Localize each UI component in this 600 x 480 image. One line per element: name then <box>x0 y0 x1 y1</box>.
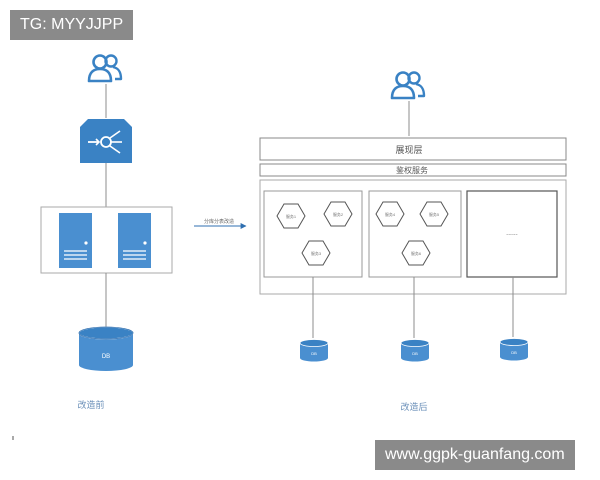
transition-label: 分库分表改造 <box>204 218 234 225</box>
server-icon-1 <box>59 213 92 268</box>
service-node-1-label: 服务1 <box>286 213 297 219</box>
service-node-5: 服务5 <box>419 201 449 227</box>
presentation-layer-label: 展现层 <box>395 145 422 155</box>
before-caption: 改造前 <box>77 399 104 410</box>
service-node-6-label: 服务6 <box>411 250 422 256</box>
more-services-label: ...... <box>506 230 518 237</box>
database-icon-after-2: DB <box>400 339 430 362</box>
service-node-2-label: 服务2 <box>333 211 344 217</box>
database-icon-before: DB <box>78 326 134 371</box>
service-node-1: 服务1 <box>276 203 306 229</box>
service-node-5-label: 服务5 <box>429 211 440 217</box>
db-label-after-2: DB <box>412 351 418 356</box>
after-caption: 改造后 <box>400 401 427 412</box>
db-label-after-3: DB <box>511 350 517 355</box>
service-node-4-label: 服务4 <box>385 211 396 217</box>
load-balancer-icon <box>80 119 132 163</box>
users-icon-after <box>390 71 426 100</box>
service-node-6: 服务6 <box>401 240 431 266</box>
database-icon-after-1: DB <box>299 339 329 362</box>
service-node-3: 服务3 <box>301 240 331 266</box>
service-node-2: 服务2 <box>323 201 353 227</box>
db-label-after-1: DB <box>311 351 317 356</box>
presentation-layer-box <box>259 137 567 161</box>
auth-service-label: 鉴权服务 <box>396 165 428 175</box>
users-icon-before <box>87 54 123 83</box>
server-icon-2 <box>118 213 151 268</box>
service-node-4: 服务4 <box>375 201 405 227</box>
more-services-box <box>466 190 558 278</box>
watermark-bottom: www.ggpk-guanfang.com <box>375 440 575 470</box>
service-node-3-label: 服务3 <box>311 250 322 256</box>
db-label-before: DB <box>102 354 110 360</box>
watermark-top: TG: MYYJJPP <box>10 10 134 40</box>
auth-service-box <box>259 163 567 177</box>
database-icon-after-3: DB <box>499 338 529 361</box>
